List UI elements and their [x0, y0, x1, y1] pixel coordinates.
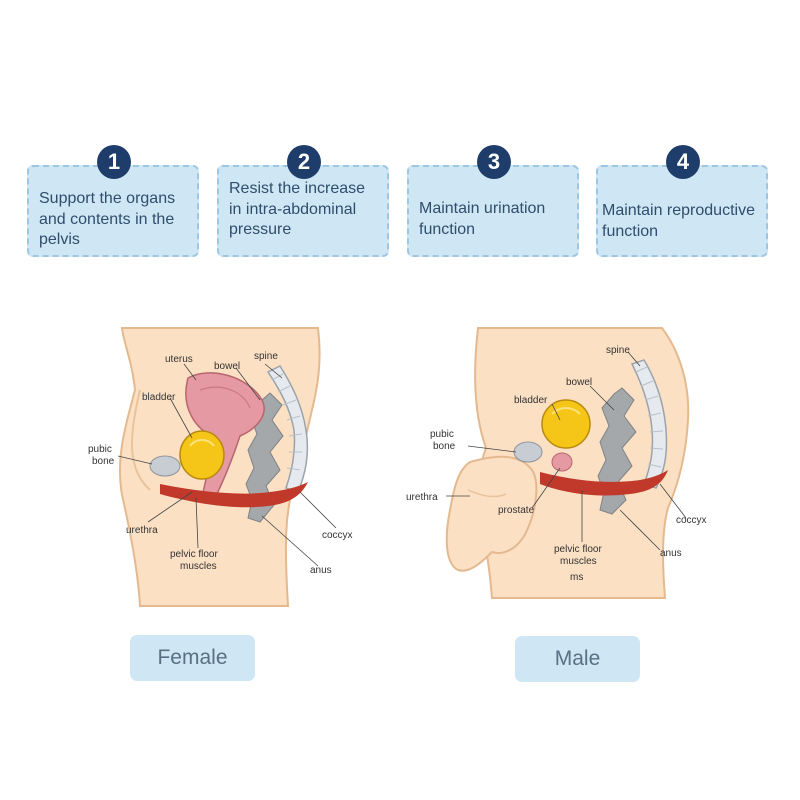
female-label-bowel: bowel	[214, 361, 240, 372]
function-text: Maintain urination function	[419, 200, 546, 238]
female-label-pubic-l2: bone	[92, 456, 115, 467]
female-label-pf-l2: muscles	[180, 561, 217, 572]
female-bladder	[179, 430, 225, 480]
number-badge: 1	[97, 145, 131, 179]
female-label-bladder: bladder	[142, 392, 176, 403]
function-text: Support the organs and contents in the p…	[39, 190, 176, 248]
female-label-pubic-l1: pubic	[88, 444, 112, 455]
male-penis	[445, 455, 538, 572]
female-label-pf-l1: pelvic floor	[170, 549, 218, 560]
male-label-pf-l2: muscles	[560, 556, 597, 567]
male-label-bladder: bladder	[514, 395, 548, 406]
male-label-ms: ms	[570, 572, 583, 583]
female-leader-lines	[117, 363, 337, 567]
number-badge: 3	[477, 145, 511, 179]
female-label-anus: anus	[310, 565, 332, 576]
male-spine	[630, 359, 668, 489]
function-card-4: 4 Maintain reproductive function	[596, 145, 768, 257]
male-label-anus: anus	[660, 548, 682, 559]
function-text: Maintain reproductive function	[602, 202, 755, 240]
female-label-coccyx: coccyx	[322, 530, 353, 541]
male-label-prostate: prostate	[498, 505, 535, 516]
male-caption: Male	[515, 636, 640, 682]
male-label-spine: spine	[606, 345, 630, 356]
male-bladder-highlight	[551, 407, 581, 415]
function-card-2: 2 Resist the increase in intra-abdominal…	[217, 145, 389, 257]
male-label-coccyx: coccyx	[676, 515, 707, 526]
female-bladder-highlight	[189, 439, 215, 447]
function-card-3: 3 Maintain urination function	[407, 145, 579, 257]
male-label-pubic-l2: bone	[433, 441, 456, 452]
male-body	[474, 327, 690, 599]
male-pelvic-floor	[540, 470, 668, 496]
male-leader-lines	[446, 351, 687, 551]
male-pubic-bone	[513, 441, 543, 463]
function-card-1: 1 Support the organs and contents in the…	[27, 145, 199, 257]
female-belly-line	[131, 389, 151, 491]
male-penis-line	[467, 489, 507, 498]
female-pubic-bone	[149, 455, 181, 477]
number-badge: 4	[666, 145, 700, 179]
female-label-uterus: uterus	[165, 354, 193, 365]
male-label-urethra: urethra	[406, 492, 438, 503]
female-label-spine: spine	[254, 351, 278, 362]
male-prostate	[551, 452, 573, 472]
female-caption: Female	[130, 635, 255, 681]
female-label-urethra: urethra	[126, 525, 158, 536]
female-pelvic-floor	[160, 482, 308, 508]
male-label-pubic-l1: pubic	[430, 429, 454, 440]
female-vertebrae	[271, 373, 303, 471]
male-label-pf-l1: pelvic floor	[554, 544, 602, 555]
male-label-bowel: bowel	[566, 377, 592, 388]
number-badge: 2	[287, 145, 321, 179]
function-text: Resist the increase in intra-abdominal p…	[229, 180, 366, 238]
female-uterus-inner	[199, 386, 251, 409]
male-vertebrae	[635, 366, 664, 468]
